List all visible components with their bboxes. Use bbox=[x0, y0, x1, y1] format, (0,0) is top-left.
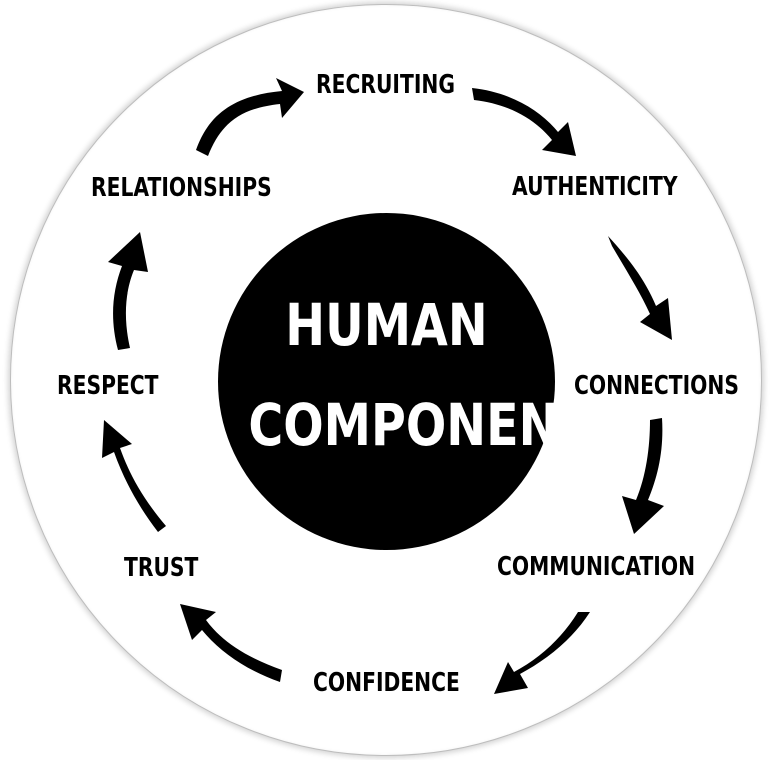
curved-arrow-icon bbox=[108, 232, 148, 350]
curved-arrow-icon bbox=[180, 604, 282, 682]
cycle-step-trust: TRUST bbox=[124, 553, 199, 583]
center-hub: HUMAN COMPONENT bbox=[218, 213, 591, 550]
cycle-step-authenticity: AUTHENTICITY bbox=[512, 172, 678, 202]
curved-arrow-icon bbox=[494, 612, 590, 694]
cycle-step-connections: CONNECTIONS bbox=[574, 371, 740, 401]
hub-title-line-1: HUMAN bbox=[285, 291, 488, 359]
curved-arrow-icon bbox=[622, 418, 664, 534]
cycle-step-relationships: RELATIONSHIPS bbox=[91, 173, 272, 203]
curved-arrow-icon bbox=[196, 78, 304, 156]
cycle-step-communication: COMMUNICATION bbox=[497, 552, 696, 582]
curved-arrow-icon bbox=[608, 236, 672, 340]
curved-arrow-icon bbox=[472, 88, 576, 156]
cycle-step-respect: RESPECT bbox=[57, 371, 159, 401]
cycle-step-recruiting: RECRUITING bbox=[316, 70, 455, 100]
cycle-step-confidence: CONFIDENCE bbox=[313, 668, 460, 698]
curved-arrow-icon bbox=[102, 420, 166, 532]
